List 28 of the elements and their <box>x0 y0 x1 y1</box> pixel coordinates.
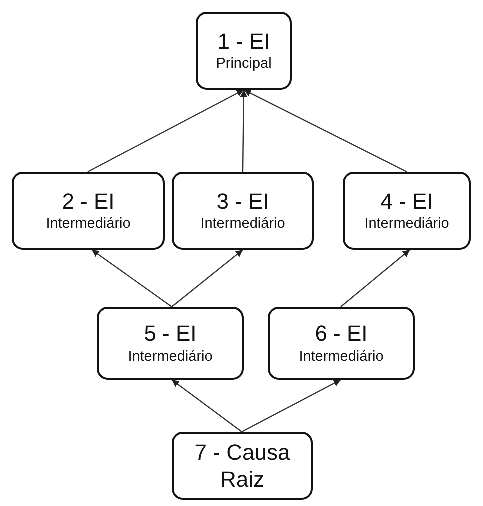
process-box <box>172 432 313 500</box>
node-title: 2 - EI <box>62 188 115 216</box>
node-subtitle: Intermediário <box>200 215 286 234</box>
node-subtitle: Intermediário <box>46 215 131 234</box>
process-box <box>196 12 292 90</box>
process-box <box>97 307 244 380</box>
arrow <box>242 379 342 433</box>
node-subtitle: Intermediário <box>364 215 450 234</box>
node-title: 7 - Causa Raiz <box>194 438 292 494</box>
node-title: 6 - EI <box>315 320 368 348</box>
node-subtitle: Intermediário <box>299 348 384 367</box>
process-box <box>343 172 471 250</box>
arrow <box>92 250 172 308</box>
node-title: 4 - EI <box>380 188 434 216</box>
arrow <box>172 250 244 308</box>
arrow <box>88 89 244 173</box>
node-title: 5 - EI <box>144 320 197 348</box>
node-title: 1 - EI <box>218 28 270 56</box>
process-box <box>12 172 165 250</box>
node-subtitle: Principal <box>216 55 272 74</box>
arrow <box>244 89 408 173</box>
node-subtitle: Intermediário <box>128 348 213 367</box>
node-title: 3 - EI <box>216 188 270 216</box>
arrow <box>172 380 242 432</box>
process-box <box>268 307 415 380</box>
arrow <box>340 250 410 308</box>
process-box <box>172 172 314 250</box>
arrow <box>240 90 248 172</box>
